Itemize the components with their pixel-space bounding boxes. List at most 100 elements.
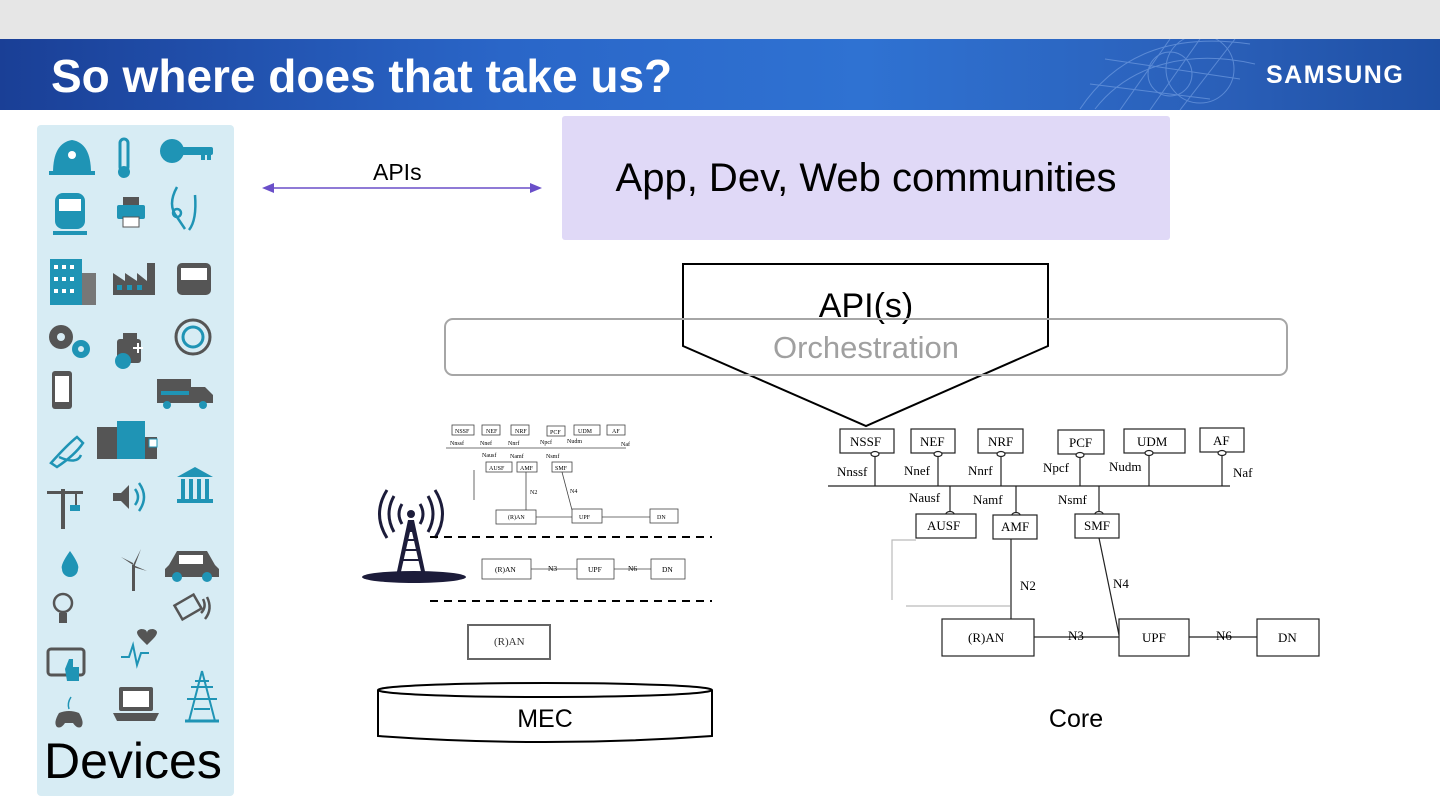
mec-edge-n6: N6 — [628, 564, 637, 573]
lightbulb-icon — [52, 592, 74, 623]
gears-icon — [49, 325, 90, 358]
cell-tower-icon — [362, 489, 466, 583]
train-icon — [53, 193, 87, 235]
core-upf: UPF — [1142, 630, 1166, 645]
core-af: AF — [1213, 433, 1230, 448]
mec-mini-smf: SMF — [555, 466, 568, 472]
wind-turbine-icon — [121, 549, 147, 591]
mec-mini-dn: DN — [657, 515, 666, 521]
core-nnssf: Nnssf — [837, 464, 868, 479]
core-architecture-diagram: NSSF NEF NRF PCF UDM AF Nnssf Nnef Nnrf … — [828, 427, 1320, 657]
mec-edge-n3: N3 — [548, 564, 557, 573]
core-n6: N6 — [1216, 628, 1232, 643]
api-funnel-shape — [682, 263, 1049, 428]
top-strip — [0, 0, 1440, 39]
core-n4: N4 — [1113, 576, 1129, 591]
crane-icon — [47, 489, 83, 529]
core-nausf: Nausf — [909, 490, 941, 505]
core-nssf: NSSF — [850, 434, 881, 449]
laptop-icon — [113, 687, 159, 721]
gamepad-icon — [55, 696, 83, 728]
mec-mini-nudm: Nudm — [567, 439, 582, 445]
mec-architecture-diagram: NSSF NEF NRF PCF UDM AF Nnssf Nnef Nnrf … — [362, 424, 712, 660]
core-nef: NEF — [920, 434, 945, 449]
core-nudm: Nudm — [1109, 459, 1142, 474]
core-n2: N2 — [1020, 578, 1036, 593]
mec-mini-af: AF — [612, 429, 620, 435]
core-pcf: PCF — [1069, 435, 1092, 450]
key-icon — [160, 139, 213, 163]
apis-label: APIs — [373, 159, 422, 185]
device-icons — [46, 137, 219, 728]
core-dn: DN — [1278, 630, 1297, 645]
mec-mini-ran: (R)AN — [508, 514, 525, 521]
mec-mini-n4: N4 — [570, 489, 577, 495]
mec-mini-ausf: AUSF — [489, 466, 505, 472]
core-amf: AMF — [1001, 519, 1029, 534]
slide-header: So where does that take us? SAMSUNG — [0, 39, 1440, 110]
mec-mini-namf: Namf — [510, 453, 524, 460]
communities-label: App, Dev, Web communities — [615, 156, 1117, 200]
printer-icon — [117, 197, 145, 228]
phone-icon — [52, 371, 72, 409]
mec-mini-pcf: PCF — [550, 430, 561, 436]
mec-mini-nnef: Nnef — [480, 440, 492, 447]
inhaler-icon — [49, 435, 85, 469]
core-npcf: Npcf — [1043, 460, 1070, 475]
factory-icon — [113, 263, 155, 295]
mec-mini-naf: Naf — [621, 441, 630, 448]
mec-ran-only-label: (R)AN — [494, 636, 525, 648]
hospital-icon — [97, 421, 158, 459]
ambulance-icon — [157, 379, 213, 409]
samsung-logo: SAMSUNG — [1266, 61, 1405, 89]
core-nsmf: Nsmf — [1058, 492, 1088, 507]
mec-mini-nsmf: Nsmf — [546, 453, 559, 460]
mec-mini-amf: AMF — [520, 466, 534, 472]
globe-network-decoration — [1079, 39, 1256, 110]
mec-mini-nssf: NSSF — [455, 429, 470, 435]
bell-icon — [49, 140, 95, 175]
core-label: Core — [1048, 705, 1104, 733]
mec-edge-upf: UPF — [588, 565, 602, 574]
mec-mini-nnrf: Nnrf — [508, 440, 519, 447]
core-nnef: Nnef — [904, 463, 931, 478]
car-icon — [165, 551, 219, 582]
contactless-card-icon — [172, 592, 211, 622]
core-nnrf: Nnrf — [968, 463, 993, 478]
core-nrf: NRF — [988, 434, 1013, 449]
mec-edge-dn: DN — [662, 565, 673, 574]
mec-mini-nrf: NRF — [515, 429, 527, 435]
medicine-icon — [115, 333, 143, 369]
mec-mini-n2: N2 — [530, 490, 537, 496]
apis-double-arrow — [262, 183, 542, 193]
heartbeat-icon — [121, 629, 157, 669]
slide-title: So where does that take us? — [51, 50, 673, 102]
recycle-icon — [174, 318, 212, 356]
mec-mini-npcf: Npcf — [540, 439, 552, 446]
stethoscope-icon — [170, 186, 197, 231]
bank-icon — [177, 467, 213, 503]
orchestration-label: Orchestration — [772, 330, 960, 365]
tablet-touch-icon — [46, 647, 86, 681]
mec-edge-ran: (R)AN — [495, 565, 516, 574]
mec-mini-nausf: Nausf — [482, 452, 496, 459]
speaker-icon — [113, 482, 146, 512]
core-naf: Naf — [1233, 465, 1253, 480]
thermometer-icon — [118, 137, 130, 178]
bus-icon — [177, 263, 211, 295]
mec-mini-nnssf: Nnssf — [450, 440, 464, 447]
mec-mini-nef: NEF — [486, 429, 498, 435]
power-pylon-icon — [185, 670, 219, 723]
core-namf: Namf — [973, 492, 1003, 507]
core-ran: (R)AN — [968, 630, 1005, 645]
core-smf: SMF — [1084, 518, 1110, 533]
mec-mini-udm: UDM — [578, 429, 593, 435]
devices-label: Devices — [44, 733, 222, 789]
mec-cylinder — [377, 682, 713, 743]
mec-mini-upf: UPF — [579, 515, 591, 521]
water-drop-icon — [61, 551, 79, 577]
core-udm: UDM — [1137, 434, 1168, 449]
core-n3: N3 — [1068, 628, 1084, 643]
building-icon — [50, 259, 96, 305]
core-ausf: AUSF — [927, 518, 960, 533]
